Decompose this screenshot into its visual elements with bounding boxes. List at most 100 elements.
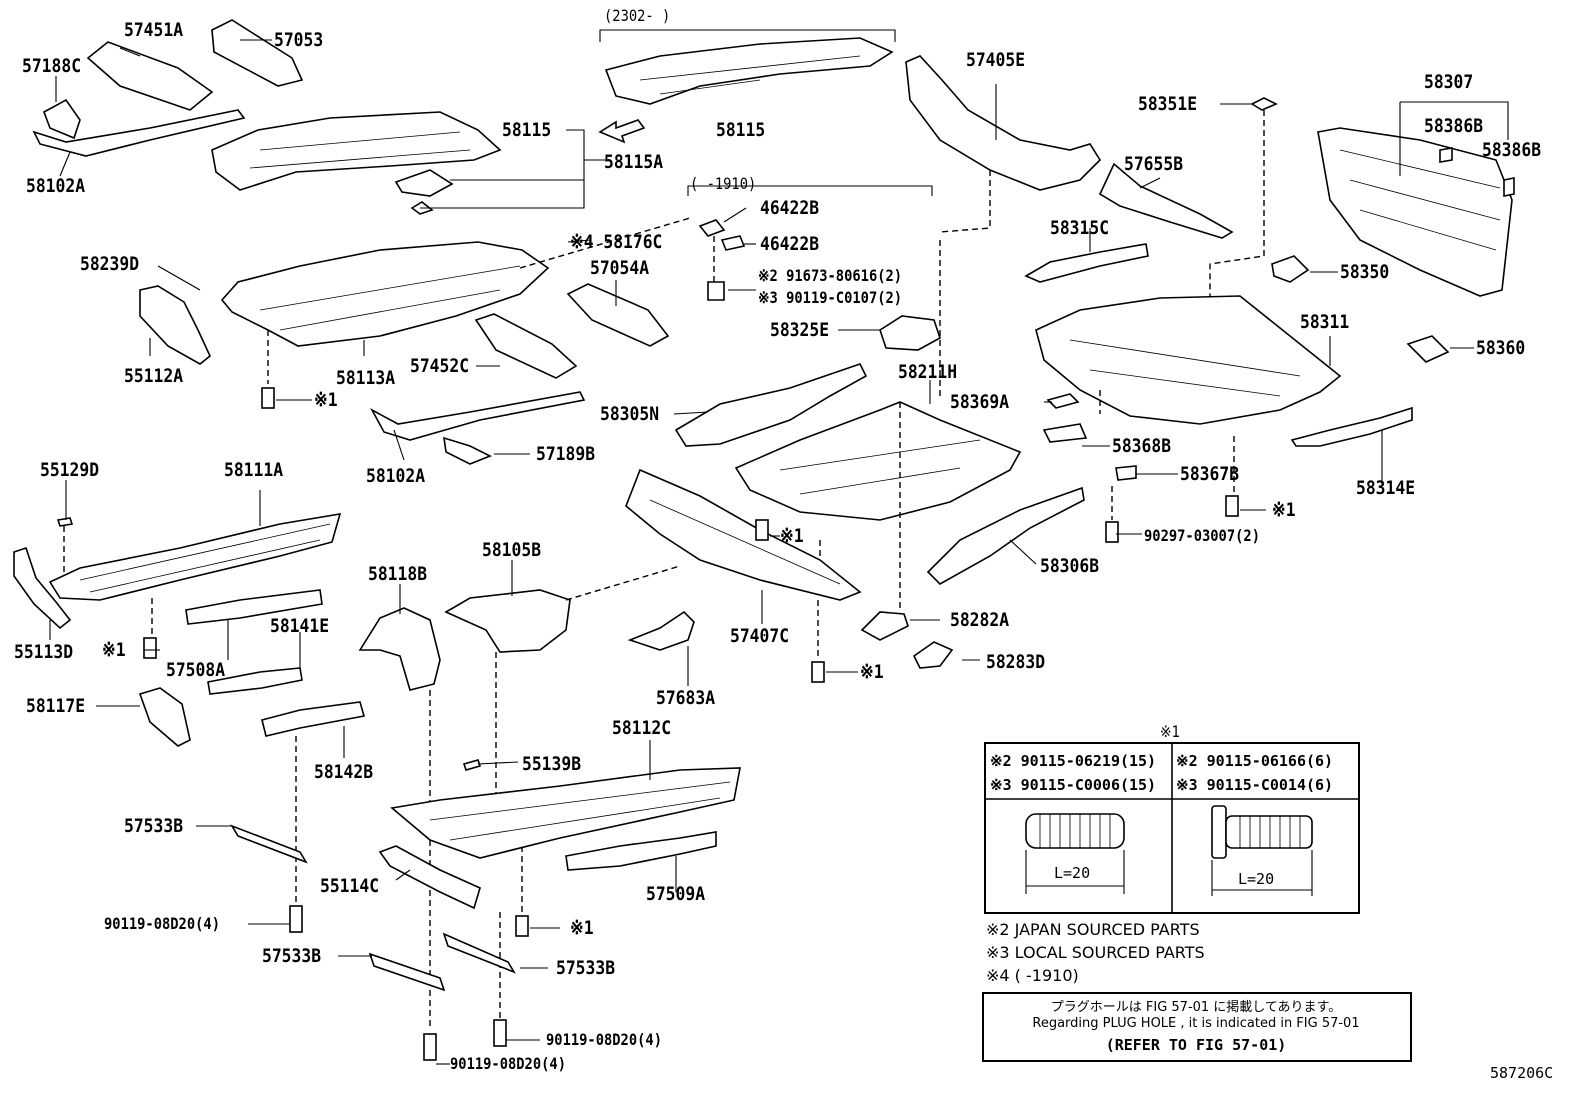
part-57405E[interactable] [905, 55, 1102, 191]
part-58367B[interactable] [1115, 465, 1137, 481]
part-55112A[interactable] [139, 285, 211, 365]
label-91673-80616[interactable]: ※2 91673-80616(2) [758, 266, 903, 285]
part-58113A[interactable] [220, 241, 550, 347]
label-55129D[interactable]: 55129D [40, 459, 100, 481]
label-58351E[interactable]: 58351E [1138, 93, 1198, 115]
part-55139B[interactable] [462, 759, 482, 771]
label-58311[interactable]: 58311 [1300, 311, 1350, 333]
part-58115-a[interactable] [211, 111, 502, 191]
part-46422B-b[interactable] [720, 235, 746, 251]
label-57533B-a[interactable]: 57533B [124, 815, 184, 837]
part-57655B[interactable] [1098, 162, 1234, 239]
part-58360[interactable] [1406, 335, 1450, 363]
part-58102A-top[interactable] [32, 109, 246, 157]
label-57188C[interactable]: 57188C [22, 55, 82, 77]
part-58307[interactable] [1317, 127, 1513, 297]
label-58307[interactable]: 58307 [1424, 71, 1474, 93]
label-58117E[interactable]: 58117E [26, 695, 86, 717]
part-57451A[interactable] [86, 41, 214, 111]
label-90119-08D20-c[interactable]: 90119-08D20(4) [450, 1054, 566, 1073]
label-55114C[interactable]: 55114C [320, 875, 380, 897]
label-57405E[interactable]: 57405E [966, 49, 1026, 71]
label-57533B-c[interactable]: 57533B [556, 957, 616, 979]
label-57533B-b[interactable]: 57533B [262, 945, 322, 967]
part-57189B[interactable] [443, 436, 492, 465]
label-58176C[interactable]: ※4 58176C [570, 231, 663, 253]
part-57188C[interactable] [43, 98, 81, 140]
label-58369A[interactable]: 58369A [950, 391, 1010, 413]
label-57407C[interactable]: 57407C [730, 625, 790, 647]
label-58102A-top[interactable]: 58102A [26, 175, 86, 197]
part-58305N[interactable] [674, 363, 868, 447]
label-58115-a[interactable]: 58115 [502, 119, 552, 141]
label-90119-C0107[interactable]: ※3 90119-C0107(2) [758, 288, 903, 307]
label-57451A[interactable]: 57451A [124, 19, 184, 41]
label-58306B[interactable]: 58306B [1040, 555, 1100, 577]
label-58239D[interactable]: 58239D [80, 253, 140, 275]
label-57054A[interactable]: 57054A [590, 257, 650, 279]
label-58142B[interactable]: 58142B [314, 761, 374, 783]
label-57053[interactable]: 57053 [274, 29, 324, 51]
label-58115-b[interactable]: 58115 [716, 119, 766, 141]
part-58118B[interactable] [358, 607, 441, 691]
part-57407C[interactable] [625, 468, 862, 601]
label-57683A[interactable]: 57683A [656, 687, 716, 709]
label-55139B[interactable]: 55139B [522, 753, 582, 775]
part-58325E[interactable] [879, 315, 941, 351]
label-58105B[interactable]: 58105B [482, 539, 542, 561]
label-58283D[interactable]: 58283D [986, 651, 1046, 673]
label-58141E[interactable]: 58141E [270, 615, 330, 637]
part-58102A-mid[interactable] [370, 391, 586, 441]
part-58369A[interactable] [1046, 393, 1080, 409]
part-57509A[interactable] [565, 831, 717, 871]
label-90297-03007[interactable]: 90297-03007(2) [1144, 526, 1260, 545]
label-58305N[interactable]: 58305N [600, 403, 660, 425]
label-58314E[interactable]: 58314E [1356, 477, 1416, 499]
part-57533B-b[interactable] [368, 952, 446, 992]
part-58141E-strip[interactable] [207, 667, 303, 695]
label-90119-08D20-b[interactable]: 90119-08D20(4) [546, 1030, 662, 1049]
label-58368B[interactable]: 58368B [1112, 435, 1172, 457]
part-58111A[interactable] [48, 513, 342, 601]
label-58113A[interactable]: 58113A [336, 367, 396, 389]
label-57452C[interactable]: 57452C [410, 355, 470, 377]
part-57054A[interactable] [566, 283, 670, 347]
part-58115-b[interactable] [604, 37, 894, 105]
label-58102A-mid[interactable]: 58102A [366, 465, 426, 487]
label-58350[interactable]: 58350 [1340, 261, 1390, 283]
label-55112A[interactable]: 55112A [124, 365, 184, 387]
label-57189B[interactable]: 57189B [536, 443, 596, 465]
label-46422B-b[interactable]: 46422B [760, 233, 820, 255]
part-58350[interactable] [1271, 255, 1310, 283]
part-57508A[interactable] [185, 589, 323, 625]
label-58325E[interactable]: 58325E [770, 319, 830, 341]
label-58115A[interactable]: 58115A [604, 151, 664, 173]
part-55114C[interactable] [378, 845, 481, 910]
label-58386B-a[interactable]: 58386B [1424, 115, 1484, 137]
part-58105B[interactable] [444, 589, 571, 653]
label-58211H[interactable]: 58211H [898, 361, 958, 383]
label-46422B-a[interactable]: 46422B [760, 197, 820, 219]
part-57683A[interactable] [627, 610, 695, 651]
label-58386B-b[interactable]: 58386B [1482, 139, 1542, 161]
part-57533B-c[interactable] [442, 932, 516, 974]
reference-line-refer[interactable]: (REFER TO FIG 57-01) [1105, 1036, 1287, 1054]
part-58311[interactable] [1035, 295, 1342, 425]
part-57452C[interactable] [474, 313, 578, 379]
part-58351E[interactable] [1250, 97, 1278, 111]
part-58314E[interactable] [1290, 406, 1413, 447]
label-58112C[interactable]: 58112C [612, 717, 672, 739]
label-58315C[interactable]: 58315C [1050, 217, 1110, 239]
label-55113D[interactable]: 55113D [14, 641, 74, 663]
label-57655B[interactable]: 57655B [1124, 153, 1184, 175]
part-58386B-b[interactable] [1503, 177, 1515, 197]
label-57508A[interactable]: 57508A [166, 659, 226, 681]
part-58117E[interactable] [138, 687, 191, 747]
part-57053[interactable] [211, 19, 304, 87]
label-57509A[interactable]: 57509A [646, 883, 706, 905]
label-90119-08D20-a[interactable]: 90119-08D20(4) [104, 914, 220, 933]
part-58211H[interactable] [734, 401, 1022, 521]
label-58111A[interactable]: 58111A [224, 459, 284, 481]
part-58306B[interactable] [926, 486, 1085, 585]
part-58115A-bracket[interactable] [394, 169, 454, 197]
